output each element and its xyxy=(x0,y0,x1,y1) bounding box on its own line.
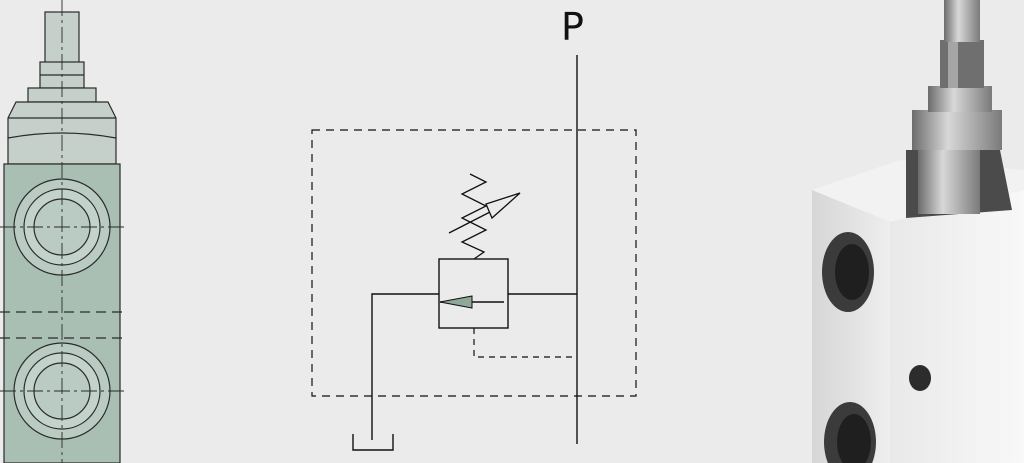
pressure-relief-valve-symbol-icon xyxy=(311,55,637,451)
port-label-p: P xyxy=(561,5,584,49)
relief-valve-drawing-icon xyxy=(0,0,124,463)
valve-block-photo-icon xyxy=(812,0,1024,463)
